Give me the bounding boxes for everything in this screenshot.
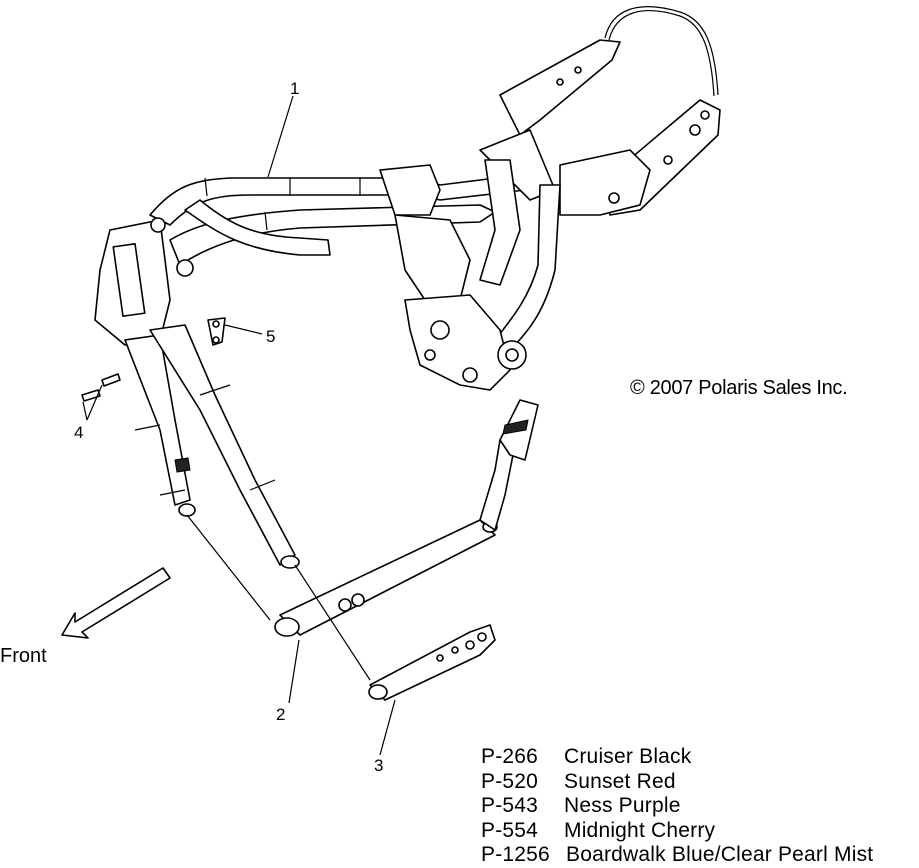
front-arrow [61, 567, 171, 639]
copyright-notice: © 2007 Polaris Sales Inc. [630, 377, 848, 399]
paint-name: Ness Purple [564, 794, 681, 817]
paint-name: Boardwalk Blue/Clear Pearl Mist [566, 843, 874, 866]
lower-crossmember-2 [274, 399, 539, 637]
paint-option: P-520 Sunset Red [481, 770, 873, 795]
paint-code: P-554 [481, 818, 539, 842]
bracket-5 [207, 317, 226, 346]
callout-5: 5 [266, 327, 276, 346]
paint-code: P-543 [481, 794, 539, 817]
paint-option: P-543 Ness Purple [481, 794, 873, 819]
lower-rail-3 [368, 624, 496, 701]
paint-option: P-1256 Boardwalk Blue/Clear Pearl Mist [481, 843, 873, 868]
callout-3: 3 [374, 756, 384, 775]
paint-name: Sunset Red [564, 769, 676, 793]
paint-code: P-1256 [481, 843, 550, 866]
paint-name: Midnight Cherry [564, 818, 716, 842]
callout-4: 4 [74, 423, 84, 442]
rear-loop-wire [604, 6, 719, 96]
front-direction-label: Front [0, 645, 47, 667]
main-frame [94, 129, 561, 569]
rear-subframe [499, 39, 721, 216]
paint-code-list: P-266 Cruiser Black P-520 Sunset Red P-543… [481, 745, 873, 868]
paint-option: P-554 Midnight Cherry [481, 819, 873, 844]
callout-2: 2 [276, 705, 286, 724]
paint-code: P-520 [481, 769, 539, 793]
callout-1: 1 [290, 79, 300, 98]
paint-code: P-266 [481, 745, 539, 768]
leader-lines [82, 95, 396, 756]
paint-option: P-266 Cruiser Black [481, 745, 873, 770]
paint-name: Cruiser Black [564, 745, 692, 768]
bolts-4 [81, 373, 121, 402]
